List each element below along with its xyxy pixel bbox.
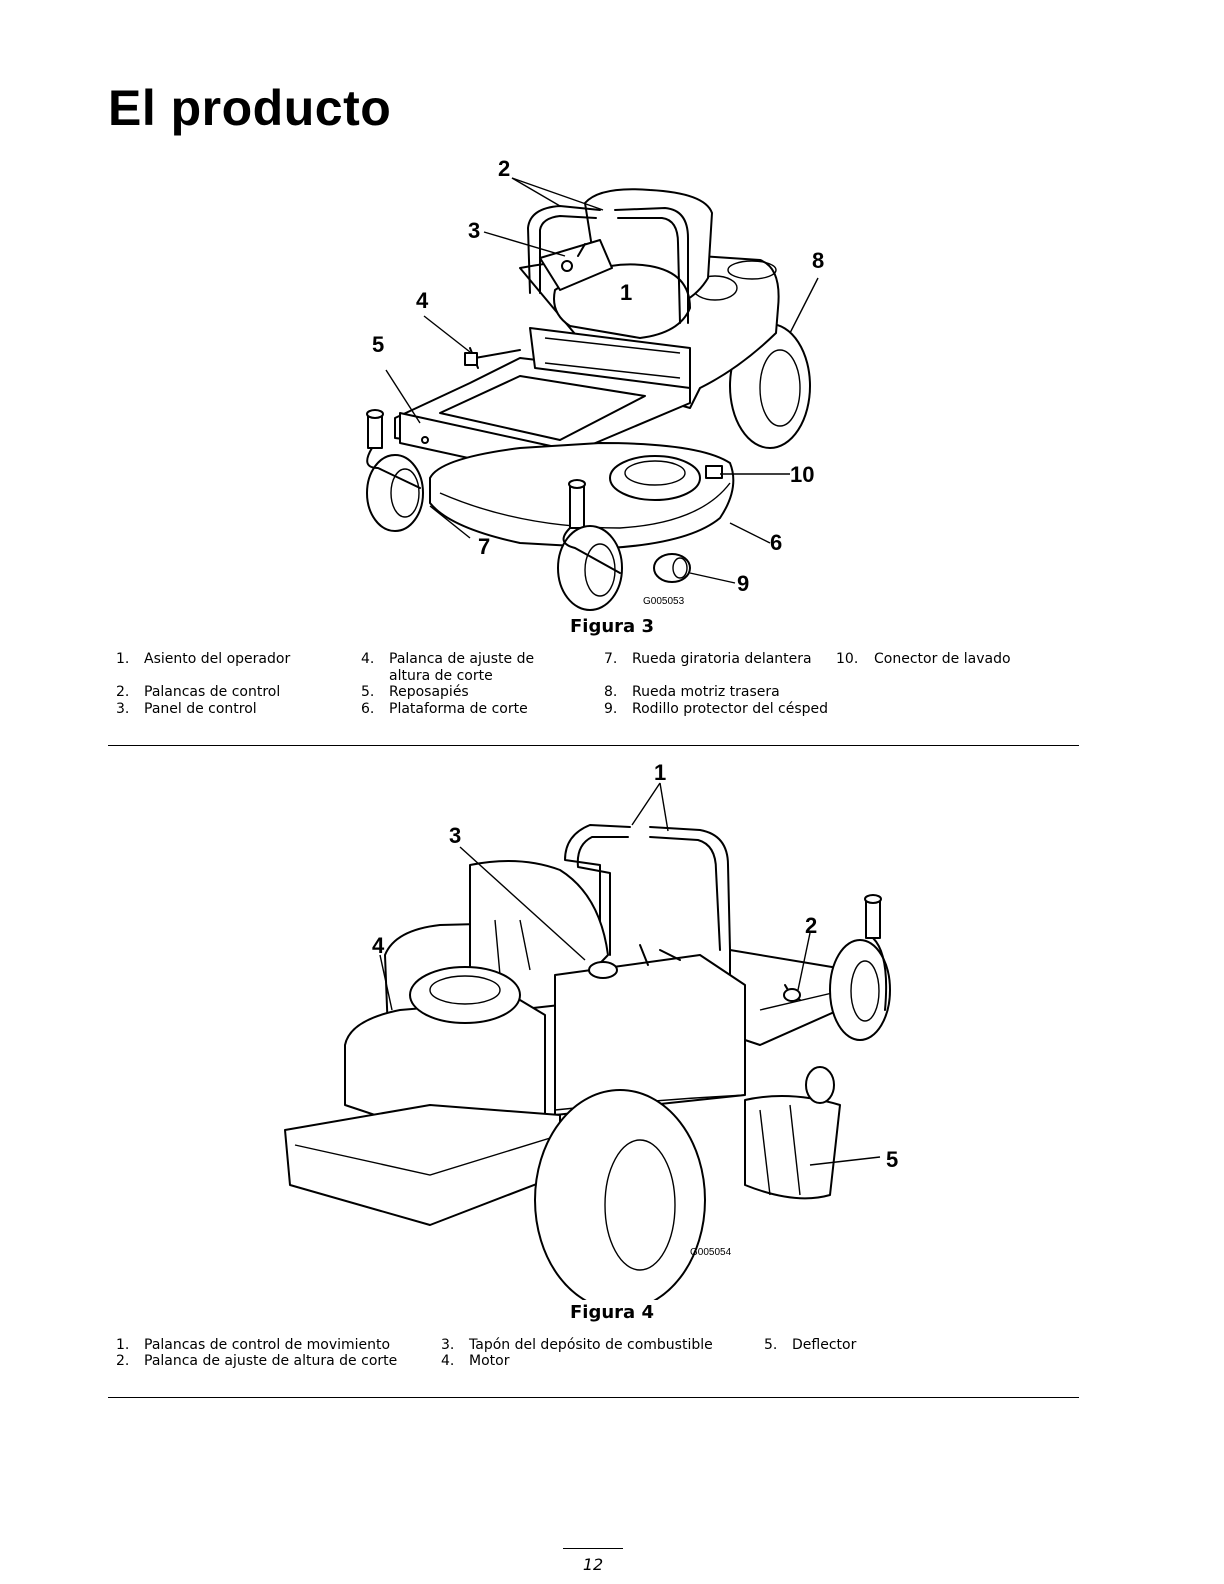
control-lever-right bbox=[614, 207, 689, 324]
rear-drive-wheel bbox=[534, 1089, 706, 1311]
rear-roller bbox=[805, 1066, 835, 1104]
section-divider bbox=[108, 745, 1079, 746]
motion-control-lever-right bbox=[649, 826, 731, 951]
callout-5: 5 bbox=[372, 332, 384, 357]
section-divider bbox=[108, 1397, 1079, 1398]
callout-8: 8 bbox=[812, 248, 824, 273]
control-panel bbox=[539, 239, 613, 291]
legend-item: 3.Tapón del depósito de combustible bbox=[441, 1337, 713, 1353]
callout-6: 6 bbox=[770, 530, 782, 555]
figure-3-caption: Figura 3 bbox=[570, 616, 654, 637]
callout-10: 10 bbox=[790, 462, 814, 487]
legend-item: 1.Palancas de control de movimiento bbox=[116, 1337, 391, 1353]
legend-item: 2.Palancas de control bbox=[116, 684, 281, 700]
front-caster-right-post bbox=[569, 485, 585, 529]
image-code: G005054 bbox=[690, 1247, 732, 1258]
legend-item: 4.Palanca de ajuste de altura de corte bbox=[361, 651, 535, 684]
figure-4-caption: Figura 4 bbox=[570, 1302, 654, 1323]
legend-item: 5.Deflector bbox=[764, 1337, 857, 1353]
callout-1: 1 bbox=[620, 280, 632, 305]
figure-3: 2 3 1 4 8 5 10 6 7 9 G005053 bbox=[0, 148, 1224, 622]
legend-item: 7.Rueda giratoria delantera bbox=[604, 651, 812, 667]
front-caster-wheel-left bbox=[366, 454, 424, 532]
callout-3: 3 bbox=[449, 823, 461, 848]
legend-item: 10.Conector de lavado bbox=[836, 651, 1011, 667]
callout-2: 2 bbox=[805, 913, 817, 938]
legend-item: 6.Plataforma de corte bbox=[361, 701, 528, 717]
engine-top bbox=[609, 455, 701, 501]
page-number: 12 bbox=[582, 1555, 604, 1574]
image-code: G005053 bbox=[643, 596, 685, 607]
callout-9: 9 bbox=[737, 571, 749, 596]
callout-4: 4 bbox=[372, 933, 385, 958]
rear-deck bbox=[284, 1104, 561, 1226]
legend-item: 9.Rodillo protector del césped bbox=[604, 701, 829, 717]
callout-5: 5 bbox=[886, 1147, 898, 1172]
legend-item: 1.Asiento del operador bbox=[116, 651, 291, 667]
callout-4: 4 bbox=[416, 288, 429, 313]
legend-item: 4.Motor bbox=[441, 1353, 510, 1369]
deflector bbox=[744, 1095, 841, 1200]
callout-7: 7 bbox=[478, 534, 490, 559]
front-caster-wheel bbox=[829, 939, 891, 1041]
legend-item: 3.Panel de control bbox=[116, 701, 257, 717]
legend-item: 8.Rueda motriz trasera bbox=[604, 684, 780, 700]
footrest bbox=[439, 375, 646, 441]
page-number-rule bbox=[563, 1548, 623, 1549]
legend-item: 5.Reposapiés bbox=[361, 684, 469, 700]
washout-connector bbox=[705, 465, 723, 479]
legend-item: 2.Palanca de ajuste de altura de corte bbox=[116, 1353, 398, 1369]
anti-scalp-roller bbox=[653, 553, 691, 583]
page-title: El producto bbox=[108, 80, 392, 136]
figure-4: 1 3 2 4 5 G005054 bbox=[0, 755, 1224, 1311]
front-caster-left-post bbox=[367, 415, 383, 449]
figure-4-illustration: 1 3 2 4 5 G005054 bbox=[284, 760, 898, 1311]
callout-1: 1 bbox=[654, 760, 666, 785]
figure-3-illustration: 2 3 1 4 8 5 10 6 7 9 G005053 bbox=[366, 156, 824, 611]
motion-control-lever-left bbox=[564, 824, 631, 956]
callout-3: 3 bbox=[468, 218, 480, 243]
fuel-tank-body bbox=[554, 954, 746, 1116]
fuel-tank-cap bbox=[588, 961, 618, 979]
callout-2: 2 bbox=[498, 156, 510, 181]
